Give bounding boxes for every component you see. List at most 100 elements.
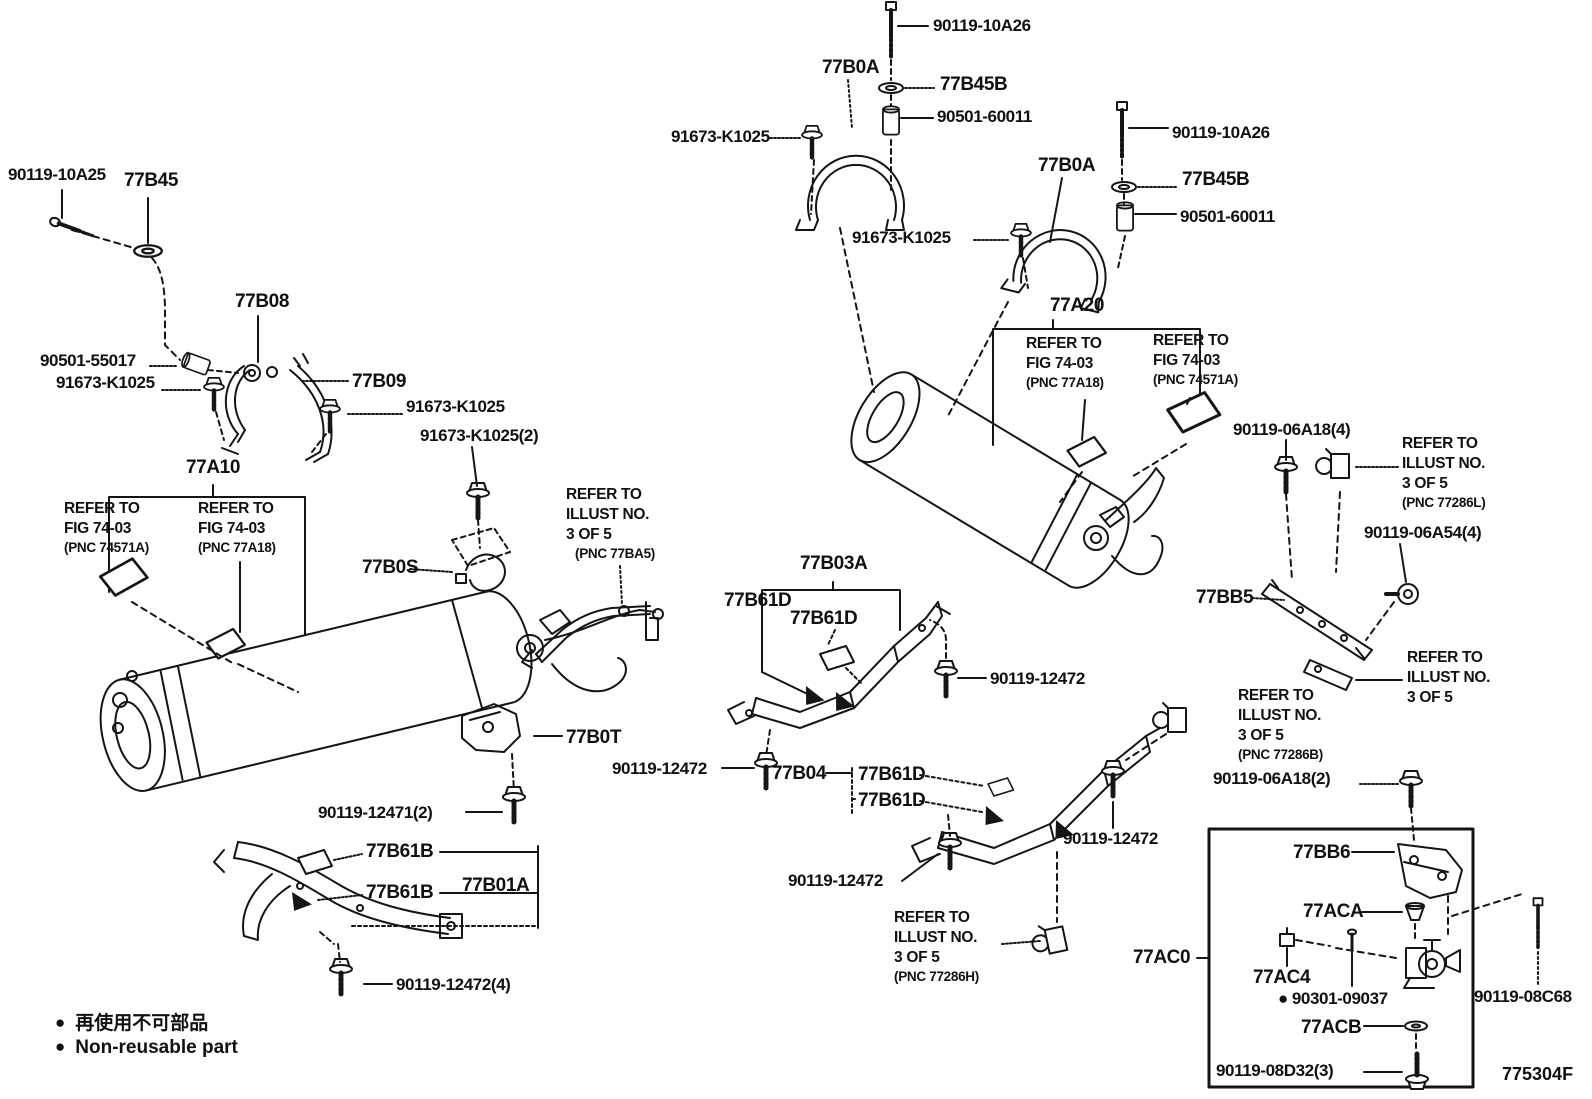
part-label-77b61b-a: 77B61B bbox=[366, 841, 434, 862]
note-line: REFER TO bbox=[64, 500, 140, 517]
part-label-90501-60011-b: 90501-60011 bbox=[1180, 207, 1275, 226]
note-line: 3 OF 5 bbox=[894, 949, 940, 967]
part-label-90119-06a18-b: 90119-06A18(2) bbox=[1213, 769, 1331, 788]
part-label-90119-06a54: 90119-06A54(4) bbox=[1364, 523, 1482, 542]
part-label-77acb: 77ACB bbox=[1301, 1017, 1362, 1038]
part-label-91673-k1025-c: 91673-K1025 bbox=[56, 373, 155, 392]
note-illust-3of5: REFER TO ILLUST NO. 3 OF 5 bbox=[1407, 648, 1490, 708]
part-label-77b08: 77B08 bbox=[235, 291, 289, 312]
valve-77ac0-box-group bbox=[1196, 771, 1545, 1089]
part-label-91673-k1025-e: 91673-K1025(2) bbox=[420, 426, 539, 445]
note-line: REFER TO bbox=[1402, 435, 1478, 452]
part-label-77b01a: 77B01A bbox=[462, 875, 530, 896]
note-line: 3 OF 5 bbox=[566, 526, 612, 544]
part-label-77b03a: 77B03A bbox=[800, 553, 868, 574]
note-line-pnc: (PNC 77A18) bbox=[198, 540, 276, 556]
tank-77a20 bbox=[850, 319, 1224, 589]
part-label-77b61d-d: 77B61D bbox=[858, 790, 926, 811]
part-label-77a20: 77A20 bbox=[1050, 295, 1104, 316]
part-label-90119-12472-e: 90119-12472(4) bbox=[396, 975, 511, 994]
part-label-77bb6: 77BB6 bbox=[1293, 842, 1351, 863]
part-label-90119-10a26-a: 90119-10A26 bbox=[933, 16, 1031, 35]
part-label-77b45b-b: 77B45B bbox=[1182, 169, 1250, 190]
note-line-pnc: (PNC 77A18) bbox=[1026, 375, 1104, 391]
note-line: ILLUST NO. bbox=[1407, 669, 1491, 687]
bracket-77b03a-group bbox=[721, 581, 987, 788]
note-illust-77286h: REFER TO ILLUST NO. 3 OF 5 (PNC 77286H) bbox=[894, 908, 979, 986]
note-line-pnc: (PNC 77BA5) bbox=[575, 546, 655, 562]
note-line: REFER TO bbox=[1026, 335, 1102, 352]
note-line: 3 OF 5 bbox=[1238, 727, 1284, 745]
part-label-77aca: 77ACA bbox=[1303, 901, 1364, 922]
part-label-77b45: 77B45 bbox=[124, 170, 178, 191]
note-line: FIG 74-03 bbox=[1153, 352, 1221, 370]
part-label-77b0s: 77B0S bbox=[362, 557, 419, 578]
note-line: REFER TO bbox=[566, 486, 642, 503]
legend-jp-text: 再使用不可部品 bbox=[75, 1013, 209, 1034]
part-label-77b61d-a: 77B61D bbox=[724, 590, 792, 611]
note-line: ILLUST NO. bbox=[1238, 707, 1322, 725]
note-line-pnc: (PNC 77286B) bbox=[1238, 747, 1323, 763]
non-reusable-dot-icon: ● bbox=[1278, 989, 1288, 1008]
part-label-77b0a-b: 77B0A bbox=[1038, 155, 1096, 176]
note-line: REFER TO bbox=[1407, 649, 1483, 666]
part-label-90119-08c68: 90119-08C68 bbox=[1474, 987, 1572, 1006]
part-label-90501-55017: 90501-55017 bbox=[40, 351, 136, 370]
legend-non-reusable-jp: ● 再使用不可部品 bbox=[55, 1008, 208, 1035]
note-line: 3 OF 5 bbox=[1402, 475, 1448, 493]
note-line-pnc: (PNC 77286L) bbox=[1402, 495, 1486, 511]
part-label-91673-k1025-d: 91673-K1025 bbox=[406, 397, 505, 416]
bracket-77b01a-group bbox=[213, 703, 563, 994]
part-label-90119-12472-b: 90119-12472 bbox=[612, 759, 707, 778]
non-reusable-dot-icon: ● bbox=[55, 1037, 66, 1056]
part-label-77ac4: 77AC4 bbox=[1253, 967, 1311, 988]
part-label-77b04: 77B04 bbox=[772, 763, 826, 784]
part-label-77b61d-b: 77B61D bbox=[790, 608, 858, 629]
non-reusable-dot-icon: ● bbox=[55, 1013, 66, 1032]
note-fig7403-74571a: REFER TO FIG 74-03 (PNC 74571A) bbox=[64, 499, 149, 557]
legend-en-text: Non-reusable part bbox=[75, 1037, 238, 1058]
note-line: REFER TO bbox=[1153, 332, 1229, 349]
part-label-90119-12472-c: 90119-12472 bbox=[1063, 829, 1158, 848]
part-label-90301-text: 90301-09037 bbox=[1291, 989, 1388, 1008]
note-line: REFER TO bbox=[198, 500, 274, 517]
rail-77bb5-group bbox=[1251, 439, 1419, 691]
band-77b08-77b09-group bbox=[49, 189, 403, 463]
note-line-pnc: (PNC 74571A) bbox=[1153, 372, 1238, 388]
band-hardware-a bbox=[769, 0, 935, 393]
note-line-pnc: (PNC 77286H) bbox=[894, 969, 979, 985]
note-illust-77ba5: REFER TO ILLUST NO. 3 OF 5 (PNC 77BA5) bbox=[566, 485, 655, 563]
tank-77a10 bbox=[96, 484, 664, 793]
part-label-90119-08d32: 90119-08D32(3) bbox=[1216, 1061, 1334, 1080]
note-line: FIG 74-03 bbox=[64, 520, 132, 538]
note-fig7403-77a18: REFER TO FIG 74-03 (PNC 77A18) bbox=[198, 499, 276, 557]
note-fig7403-74571a-b: REFER TO FIG 74-03 (PNC 74571A) bbox=[1153, 331, 1238, 389]
part-label-90119-06a18-a: 90119-06A18(4) bbox=[1233, 420, 1351, 439]
part-label-90301-09037: ●90301-09037 bbox=[1278, 990, 1388, 1008]
part-label-77b0a-a: 77B0A bbox=[822, 57, 880, 78]
part-label-77b45b-a: 77B45B bbox=[940, 74, 1008, 95]
note-line: ILLUST NO. bbox=[566, 506, 650, 524]
part-label-91673-k1025-b: 91673-K1025 bbox=[852, 228, 951, 247]
figure-code: 775304F bbox=[1502, 1064, 1574, 1084]
band-hardware-b bbox=[947, 100, 1179, 417]
part-label-90501-60011-a: 90501-60011 bbox=[937, 107, 1032, 126]
part-label-77ac0: 77AC0 bbox=[1133, 947, 1191, 968]
bracket-77b04-group bbox=[825, 702, 1187, 958]
part-label-77bb5: 77BB5 bbox=[1196, 587, 1254, 608]
part-label-90119-12472-d: 90119-12472 bbox=[788, 871, 883, 890]
part-label-90119-12471: 90119-12471(2) bbox=[318, 803, 433, 822]
part-label-90119-10a25: 90119-10A25 bbox=[8, 165, 106, 184]
note-line: FIG 74-03 bbox=[198, 520, 266, 538]
legend-non-reusable-en: ● Non-reusable part bbox=[55, 1037, 238, 1059]
note-line: ILLUST NO. bbox=[1402, 455, 1486, 473]
note-line: 3 OF 5 bbox=[1407, 689, 1453, 707]
part-label-90119-10a26-b: 90119-10A26 bbox=[1172, 123, 1270, 142]
part-label-77b09: 77B09 bbox=[352, 371, 406, 392]
part-label-77b61d-c: 77B61D bbox=[858, 764, 926, 785]
note-fig7403-77a18-b: REFER TO FIG 74-03 (PNC 77A18) bbox=[1026, 334, 1104, 392]
note-line: REFER TO bbox=[1238, 687, 1314, 704]
note-line-pnc: (PNC 74571A) bbox=[64, 540, 149, 556]
